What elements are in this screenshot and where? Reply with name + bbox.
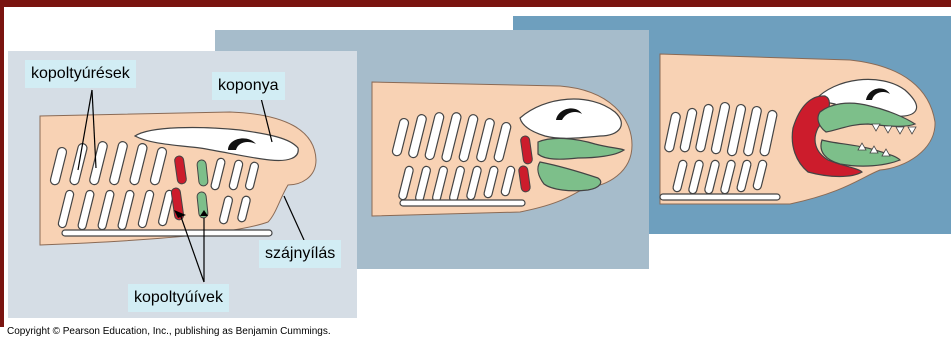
skull-label: koponya <box>212 72 285 100</box>
gill-slits-label: kopoltyúrések <box>25 60 136 88</box>
copyright-text: Copyright © Pearson Education, Inc., pub… <box>7 326 331 337</box>
gill-arches-label: kopoltyúívek <box>128 284 229 312</box>
mouth-label: szájnyílás <box>259 240 341 268</box>
